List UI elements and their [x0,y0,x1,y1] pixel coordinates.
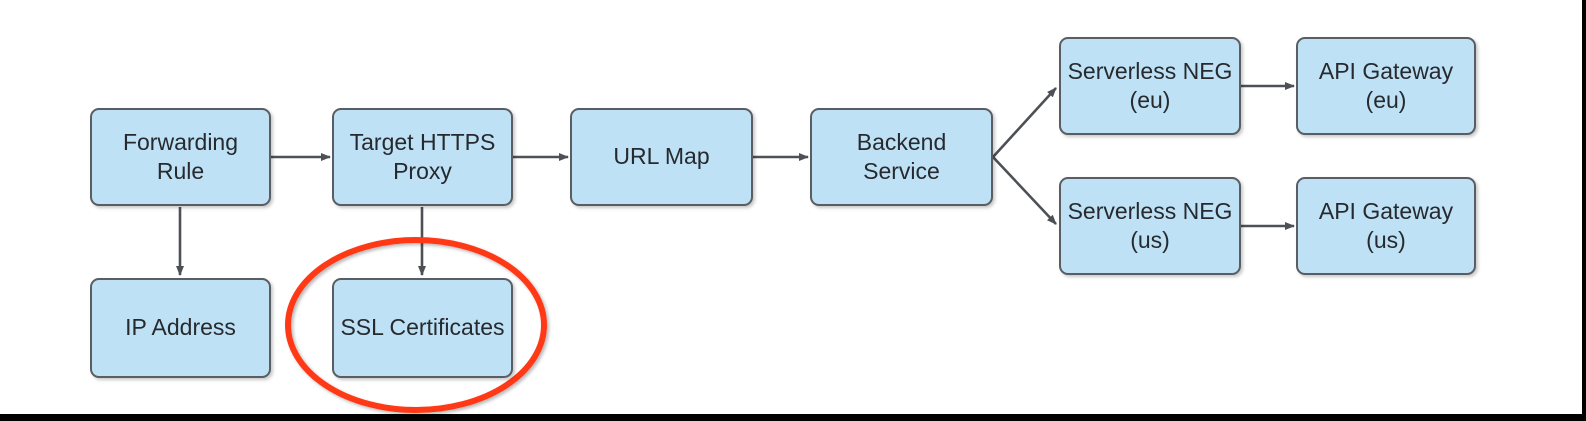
node-ip-address[interactable]: IP Address [90,278,271,378]
node-target-https-proxy[interactable]: Target HTTPS Proxy [332,108,513,206]
window-right-border [1582,0,1586,421]
edge-backend-to-neg-eu [992,87,1057,158]
node-serverless-neg-us[interactable]: Serverless NEG (us) [1059,177,1241,275]
window-bottom-border [0,414,1586,421]
node-api-gateway-us[interactable]: API Gateway (us) [1296,177,1476,275]
node-api-gateway-eu[interactable]: API Gateway (eu) [1296,37,1476,135]
node-forwarding-rule[interactable]: Forwarding Rule [90,108,271,206]
edge-backend-to-neg-us [992,156,1057,225]
node-url-map[interactable]: URL Map [570,108,753,206]
node-ssl-certificates[interactable]: SSL Certificates [332,278,513,378]
node-serverless-neg-eu[interactable]: Serverless NEG (eu) [1059,37,1241,135]
ssl-highlight-ellipse [285,237,547,413]
node-backend-service[interactable]: Backend Service [810,108,993,206]
